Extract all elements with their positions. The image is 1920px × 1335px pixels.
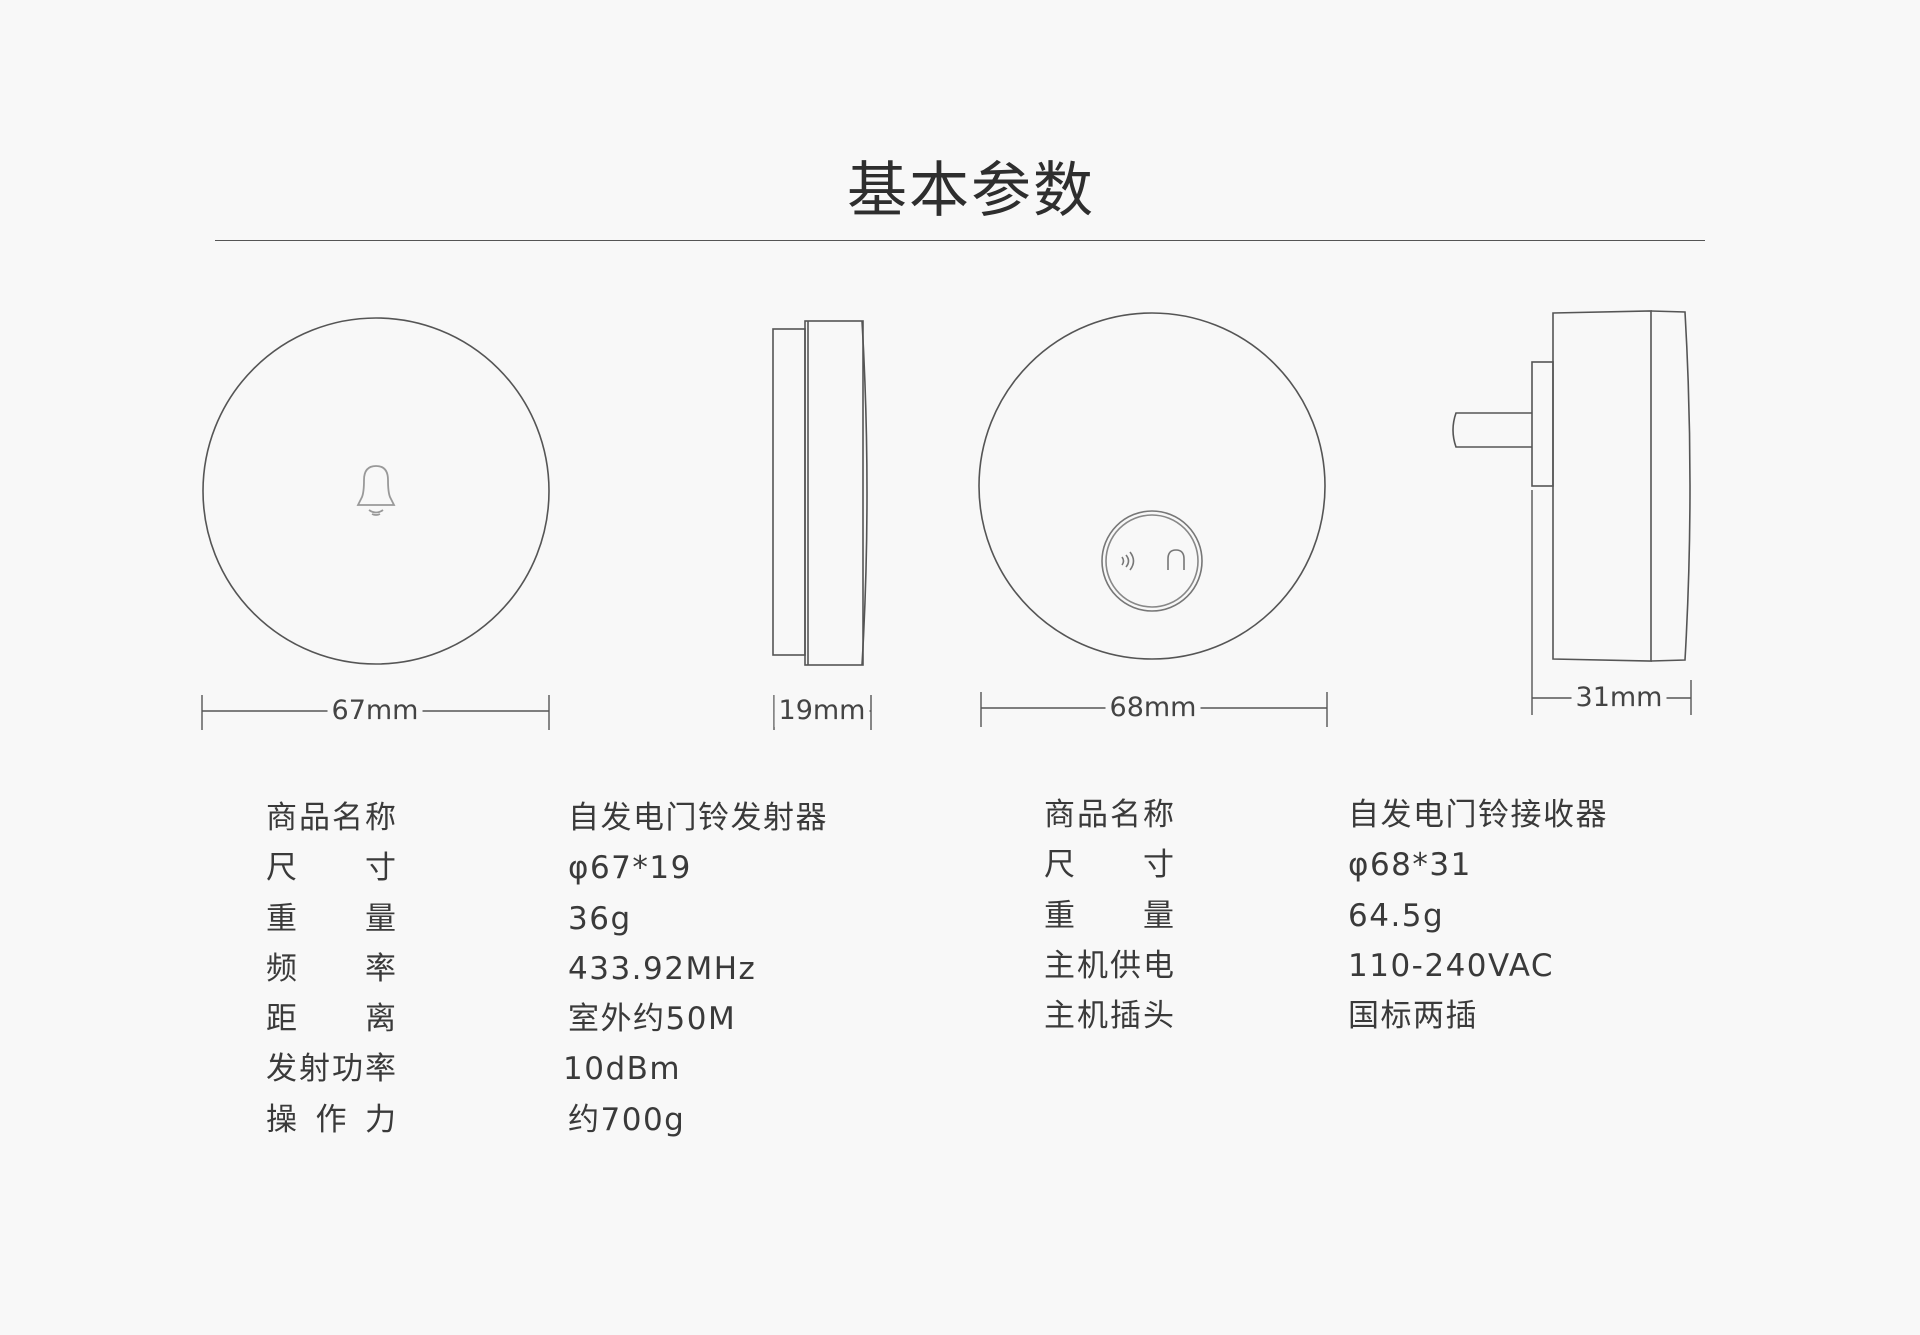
spec-value: φ68*31 [1348,847,1472,884]
title-divider [215,240,1705,241]
spec-label: 尺寸 [266,850,396,887]
spec-value: φ67*19 [568,850,692,887]
spec-label: 操作力 [266,1101,396,1138]
dimension-lines [201,490,1692,730]
spec-label: 商品名称 [1044,797,1174,833]
spec-label: 距离 [266,1001,396,1038]
receiver-front-view [978,312,1326,660]
dimension-label-receiver-depth: 31mm [1571,682,1667,714]
spec-label: 商品名称 [266,800,396,836]
spec-row: 操作力 约700g [266,1095,828,1145]
spec-row: 频率 433.92MHz [266,944,828,994]
spec-label: 主机插头 [1044,998,1174,1035]
spec-row: 重量 64.5g [1044,891,1608,941]
transmitter-side-view [772,320,868,666]
spec-value: 自发电门铃接收器 [1348,797,1608,833]
spec-label: 尺寸 [1044,847,1174,884]
spec-row: 发射功率 10dBm [266,1044,828,1094]
spec-value: 36g [568,900,632,937]
transmitter-front-view [202,317,550,665]
spec-label: 重量 [266,900,396,937]
spec-value: 10dBm [563,1051,682,1088]
spec-label: 发射功率 [266,1051,396,1088]
spec-row: 商品名称 自发电门铃接收器 [1044,790,1608,840]
spec-row: 重量 36g [266,894,828,944]
spec-value: 约700g [568,1101,686,1138]
receiver-side-view [1452,310,1691,662]
spec-row: 尺寸 φ67*19 [266,843,828,893]
spec-row: 主机供电 110-240VAC [1044,941,1608,991]
spec-value: 110-240VAC [1348,947,1555,984]
dimension-label-receiver-diameter: 68mm [1105,692,1201,724]
bell-icon [356,465,396,516]
spec-label: 频率 [266,950,396,987]
spec-label: 重量 [1044,897,1174,934]
spec-value: 433.92MHz [568,950,757,987]
music-icon [1167,549,1185,570]
spec-row: 商品名称 自发电门铃发射器 [266,793,828,843]
receiver-spec-table: 商品名称 自发电门铃接收器 尺寸 φ68*31 重量 64.5g 主机供电 110-24… [1044,790,1608,1041]
spec-row: 尺寸 φ68*31 [1044,840,1608,890]
page-title: 基本参数 [847,156,1095,226]
spec-value: 国标两插 [1348,998,1478,1035]
sound-icon [1121,551,1135,571]
spec-value: 室外约50M [568,1001,737,1038]
spec-value: 64.5g [1348,897,1445,934]
dimension-label-transmitter-thickness: 19mm [774,695,870,727]
spec-row: 距离 室外约50M [266,994,828,1044]
spec-label: 主机供电 [1044,947,1174,984]
spec-row: 主机插头 国标两插 [1044,991,1608,1041]
spec-value: 自发电门铃发射器 [568,800,828,836]
dimension-label-transmitter-diameter: 67mm [327,695,423,727]
